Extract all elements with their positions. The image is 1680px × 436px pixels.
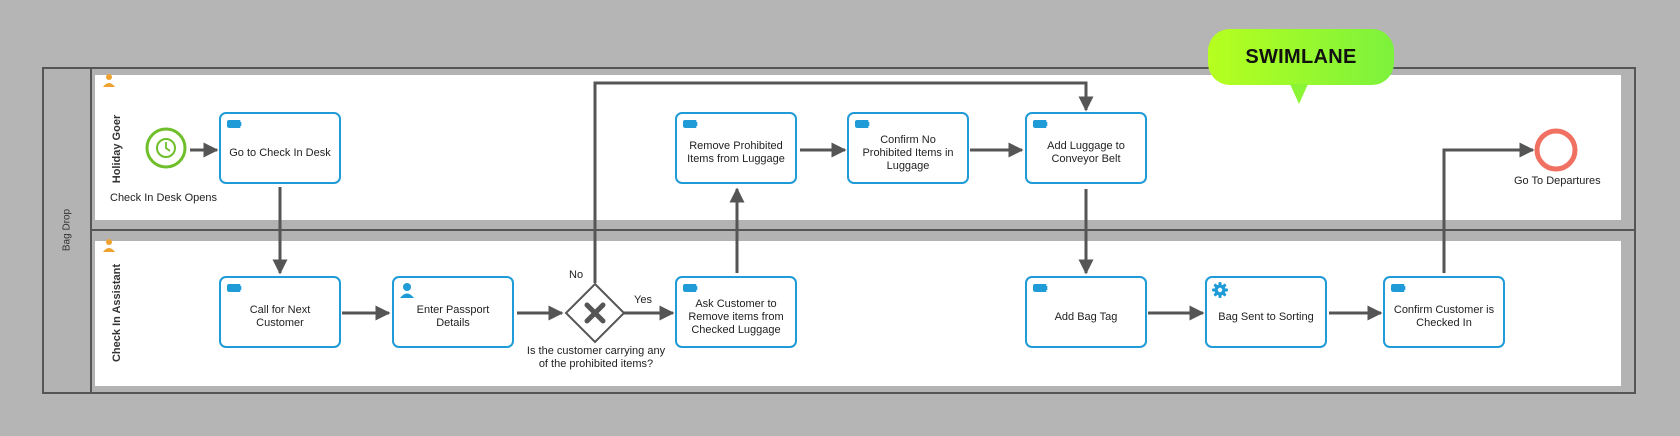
task-enter-passport-details[interactable]: Enter Passport Details xyxy=(392,276,514,348)
hand-icon xyxy=(1391,284,1406,292)
task-call-for-next-customer[interactable]: Call for Next Customer xyxy=(219,276,341,348)
task-label: Enter Passport Details xyxy=(416,304,490,329)
task-label: Confirm No Prohibited Items in Luggage xyxy=(862,133,954,172)
task-remove-prohibited-items[interactable]: Remove Prohibited Items from Luggage xyxy=(675,112,797,184)
person-icon xyxy=(400,283,414,298)
task-label: Bag Sent to Sorting xyxy=(1218,310,1314,323)
task-ask-customer-remove-items[interactable]: Ask Customer to Remove items from Checke… xyxy=(675,276,797,348)
task-confirm-customer-checked-in[interactable]: Confirm Customer is Checked In xyxy=(1383,276,1505,348)
hand-icon xyxy=(855,120,870,128)
pool-label-column xyxy=(42,67,92,394)
swimlane-callout-tail xyxy=(1290,84,1308,104)
task-label: Add Luggage to Conveyor Belt xyxy=(1047,140,1125,165)
gear-icon xyxy=(1212,282,1228,298)
task-label: Go to Check In Desk xyxy=(229,146,331,159)
flow-confirm-to-end xyxy=(1442,142,1535,273)
hand-icon xyxy=(227,284,242,292)
gateway-no-label: No xyxy=(569,269,584,281)
task-label: Remove Prohibited Items from Luggage xyxy=(687,140,785,165)
hand-icon xyxy=(683,284,698,292)
end-event-label: Go To Departures xyxy=(1514,175,1601,187)
person-icon xyxy=(103,239,115,252)
hand-icon xyxy=(683,120,698,128)
exclusive-gateway xyxy=(564,282,626,344)
task-label: Confirm Customer is Checked In xyxy=(1393,304,1495,329)
lane-divider xyxy=(92,229,1636,231)
hand-icon xyxy=(1033,284,1048,292)
task-label: Add Bag Tag xyxy=(1054,310,1118,323)
person-icon xyxy=(103,74,115,87)
task-label: Ask Customer to Remove items from Checke… xyxy=(688,297,784,336)
start-event-label: Check In Desk Opens xyxy=(110,192,217,204)
flow-gateway-no xyxy=(593,81,1094,283)
task-go-to-check-in-desk[interactable]: Go to Check In Desk xyxy=(219,112,341,184)
hand-icon xyxy=(1033,120,1048,128)
swimlane-callout: SWIMLANE xyxy=(1208,29,1394,85)
task-confirm-no-prohibited-items[interactable]: Confirm No Prohibited Items in Luggage xyxy=(847,112,969,184)
task-label: Call for Next Customer xyxy=(249,304,311,329)
gateway-question: Is the customer carrying any of the proh… xyxy=(526,345,666,370)
start-event xyxy=(145,127,187,169)
task-add-bag-tag[interactable]: Add Bag Tag xyxy=(1025,276,1147,348)
end-event xyxy=(1534,128,1578,172)
gateway-yes-label: Yes xyxy=(634,294,652,306)
task-bag-sent-to-sorting[interactable]: Bag Sent to Sorting xyxy=(1205,276,1327,348)
hand-icon xyxy=(227,120,242,128)
task-add-luggage-to-conveyor[interactable]: Add Luggage to Conveyor Belt xyxy=(1025,112,1147,184)
